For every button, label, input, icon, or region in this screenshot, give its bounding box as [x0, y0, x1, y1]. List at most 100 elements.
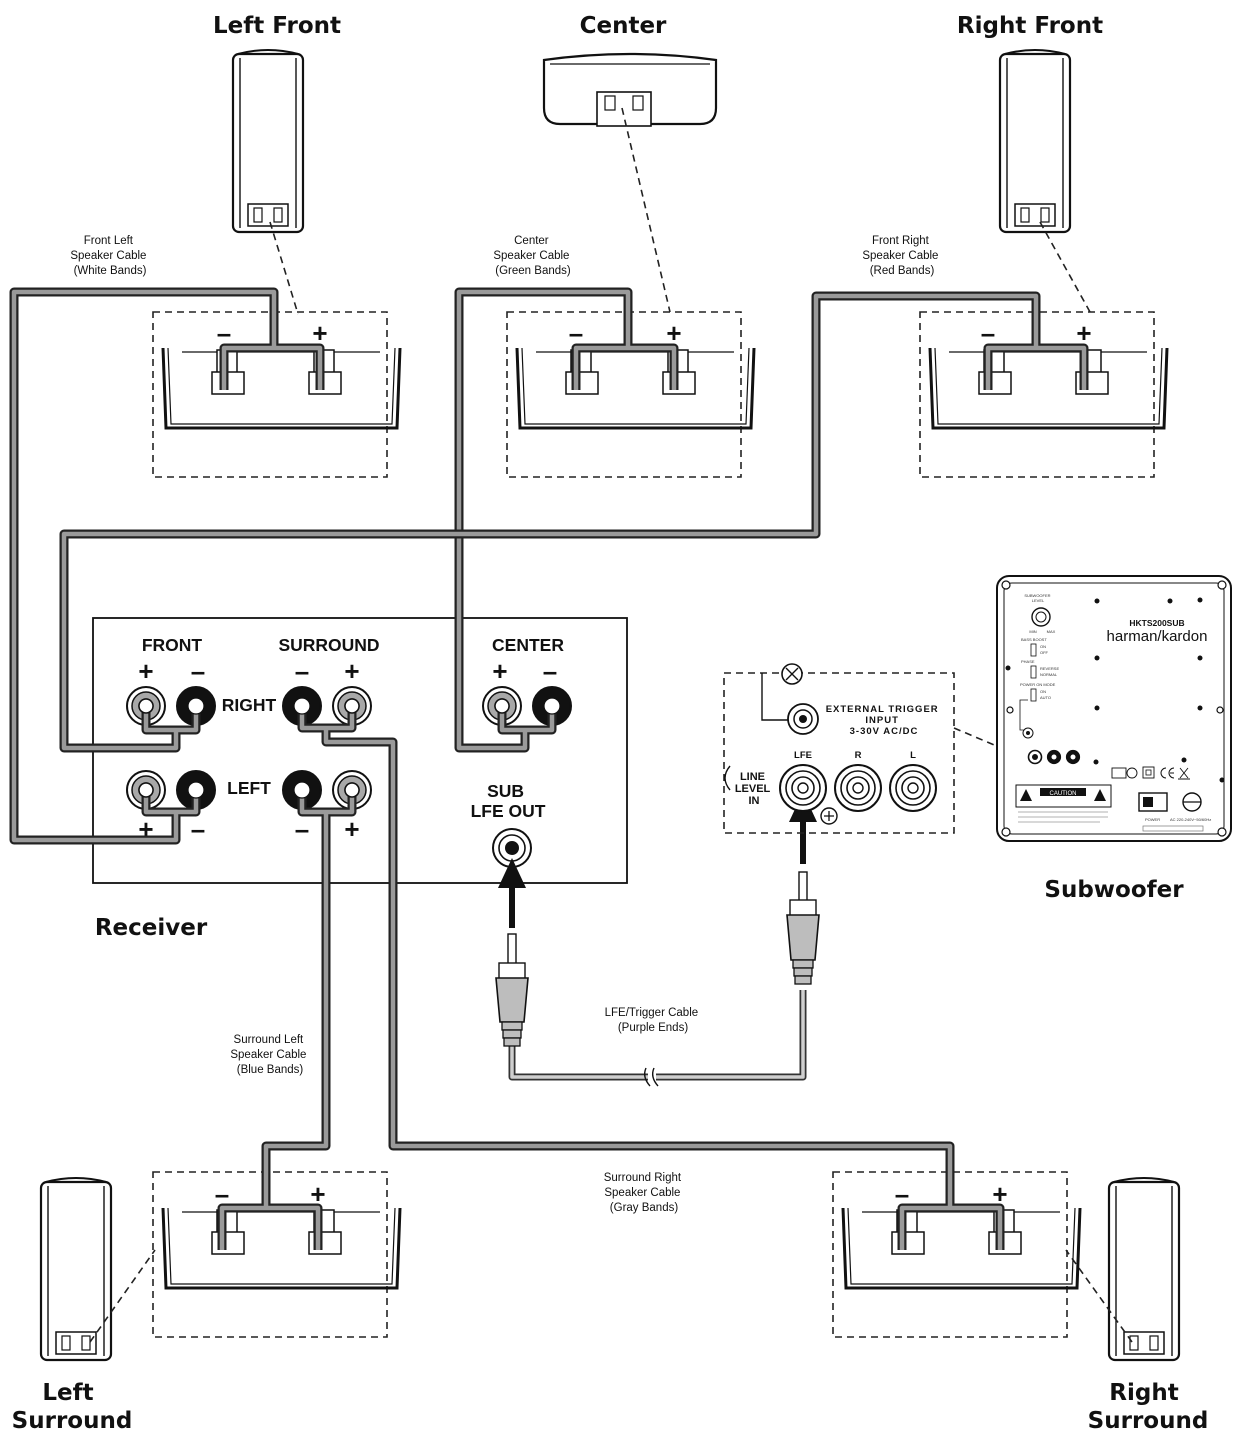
right-label: RIGHT [222, 695, 277, 715]
caution-label: CAUTION [1015, 784, 1112, 823]
left-surround-line2: Surround [12, 1408, 133, 1434]
right-front-label: Right Front [957, 13, 1103, 39]
mode-auto: AUTO [1040, 695, 1051, 700]
sr-cap-3: (Gray Bands) [610, 1202, 679, 1214]
subwoofer-side-rca-plug [786, 871, 820, 985]
left-front-leader [269, 221, 299, 315]
ls-minus: – [215, 1179, 229, 1209]
right-front-leader [1039, 221, 1091, 313]
surround-right-cable-caption: Surround Right Speaker Cable (Gray Bands… [604, 1172, 685, 1214]
center-panel-label: CENTER [492, 635, 564, 655]
mode-on: ON [1040, 689, 1046, 694]
l-input-label: L [910, 750, 916, 761]
sub-label: SUB [487, 781, 524, 801]
c-plus: + [666, 318, 681, 348]
rf-minus: – [981, 318, 995, 348]
right-surround-speaker [1107, 1176, 1181, 1362]
left-front-minus: – [191, 814, 205, 844]
level-2: LEVEL [1032, 598, 1045, 603]
terminal-signs: – + – + – + – + – + [215, 318, 1092, 1209]
lf-plus: + [312, 318, 327, 348]
inset-screw-top [781, 663, 803, 685]
r-input-jack [834, 764, 882, 812]
sub-lfe-out-label: SUB LFE OUT [471, 781, 546, 821]
l-input-jack [889, 764, 937, 812]
rf-plus: + [1076, 318, 1091, 348]
left-surround-label: Left Surround [12, 1380, 133, 1434]
trigger-line2: INPUT [865, 715, 899, 726]
panel-rca-jacks [1027, 749, 1081, 765]
left-surround-plus: + [344, 814, 359, 844]
sub-lfe-out-jack [492, 828, 532, 868]
subwoofer-back-panel: HKTS200SUB harman/kardon SUBWOOFER LEVEL… [996, 575, 1232, 842]
c-cap-2: Speaker Cable [493, 250, 569, 262]
center-plus: + [492, 656, 507, 686]
panel-dots [1005, 597, 1225, 783]
left-label: LEFT [227, 778, 271, 798]
right-front-terminal-box [919, 311, 1155, 478]
level-min: MIN [1029, 629, 1036, 634]
fl-cap-3: (White Bands) [74, 265, 147, 277]
center-leader [621, 107, 671, 313]
power-switch [1138, 792, 1168, 812]
brand-logo: harman/kardon [1107, 628, 1208, 645]
lfe-cable-caption: LFE/Trigger Cable (Purple Ends) [605, 1007, 702, 1034]
sr-cap-1: Surround Right [604, 1172, 682, 1184]
right-surround-leader [1065, 1249, 1133, 1343]
caution-text: CAUTION [1050, 791, 1077, 797]
lfe-input-label: LFE [794, 750, 812, 761]
rs-plus: + [992, 1179, 1007, 1209]
sl-cap-2: Speaker Cable [230, 1049, 306, 1061]
surround-label: SURROUND [278, 635, 379, 655]
rs-minus: – [895, 1179, 909, 1209]
trigger-line3: 3-30V AC/DC [850, 726, 919, 737]
fl-cap-2: Speaker Cable [70, 250, 146, 262]
front-minus: – [191, 656, 205, 686]
jack-overlays [138, 697, 561, 799]
center-minus: – [543, 656, 557, 686]
trigger-input-jack [787, 703, 819, 735]
bass-on: ON [1040, 644, 1046, 649]
front-left-cable-caption: Front Left Speaker Cable (White Bands) [70, 235, 149, 277]
front-right-cable-caption: Front Right Speaker Cable (Red Bands) [862, 235, 941, 277]
line-level-2: LEVEL [735, 783, 771, 795]
subwoofer-input-inset: EXTERNAL TRIGGER INPUT 3-30V AC/DC LFE R… [723, 663, 955, 834]
fr-cap-1: Front Right [872, 235, 930, 247]
inset-screw-bottom [820, 807, 838, 825]
arrow-to-sub-out [498, 858, 526, 928]
lfe-trigger-cable [508, 990, 807, 1087]
c-minus: – [569, 318, 583, 348]
line-level-1: LINE [740, 771, 765, 783]
phase-reverse: REVERSE [1040, 666, 1059, 671]
left-surround-line1: Left [42, 1380, 93, 1406]
left-surround-leader [89, 1249, 156, 1343]
right-surround-line1: Right [1109, 1380, 1178, 1406]
r-input-label: R [855, 750, 862, 761]
phase-label: PHASE [1021, 659, 1035, 664]
lfe-input-jack [779, 764, 827, 812]
center-speaker [542, 52, 718, 127]
c-cap-1: Center [514, 235, 549, 247]
receiver-panel [92, 617, 628, 884]
right-surround-line2: Surround [1088, 1408, 1209, 1434]
left-surround-terminal-plate [161, 1206, 402, 1290]
right-surround-terminal-plate [841, 1206, 1082, 1290]
level-knob [1031, 607, 1051, 627]
right-surround-terminal-box [832, 1171, 1068, 1338]
sl-cap-3: (Blue Bands) [237, 1064, 304, 1076]
level-max: MAX [1047, 629, 1056, 634]
sl-cap-1: Surround Left [234, 1034, 304, 1046]
subwoofer-label: Subwoofer [1044, 877, 1184, 903]
level-1: SUBWOOFER [1024, 593, 1050, 598]
power-rating: AC 220-240V~50/60Hz [1170, 817, 1211, 822]
power-label: POWER [1145, 817, 1160, 822]
power-on-mode-label: POWER ON MODE [1020, 682, 1056, 687]
trigger-line1: EXTERNAL TRIGGER [826, 704, 939, 715]
left-surround-speaker [39, 1176, 113, 1362]
right-surround-label: Right Surround [1088, 1380, 1209, 1434]
center-label: Center [580, 13, 667, 39]
line-level-label: LINE LEVEL IN [735, 771, 773, 807]
left-surround-terminal-box [152, 1171, 388, 1338]
lfe-cap-2: (Purple Ends) [618, 1022, 688, 1034]
